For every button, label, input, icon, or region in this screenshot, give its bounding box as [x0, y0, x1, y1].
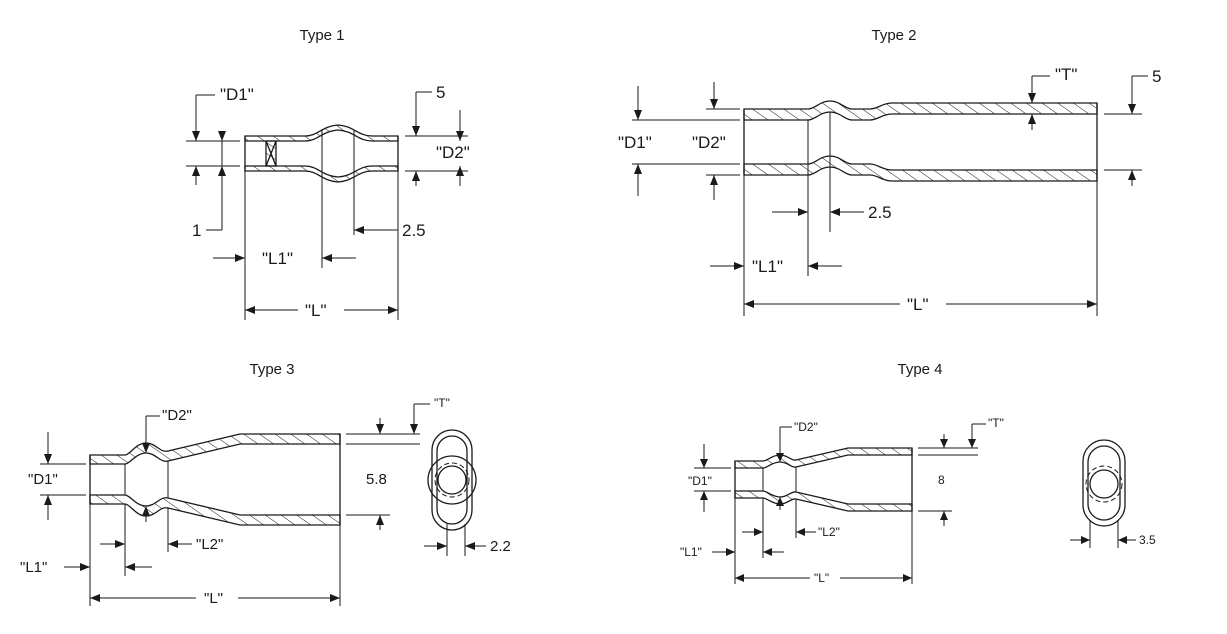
type4-title: Type 4	[897, 361, 942, 378]
type3-top-wall	[89, 433, 341, 465]
type1-dim-5: 5	[436, 83, 445, 102]
type4-l2-label: "L2"	[818, 525, 840, 539]
type2-d1-label: "D1"	[618, 133, 652, 152]
type4-l1-label: "L1"	[680, 545, 702, 559]
type4-d2-label: "D2"	[794, 420, 818, 434]
type3-l1-label: "L1"	[20, 559, 47, 576]
type2-l1-label: "L1"	[752, 257, 783, 276]
type4-end-view	[1082, 439, 1126, 527]
type2-l-label: "L"	[907, 295, 929, 314]
type4-dim-3-5: 3.5	[1139, 533, 1156, 547]
type1-drawing: Type 1 "D1" 1	[186, 27, 470, 320]
type3-d1-label: "D1"	[28, 471, 58, 488]
type2-t-label: "T"	[1055, 65, 1077, 84]
type1-d1-label: "D1"	[220, 85, 254, 104]
type1-l-label: "L"	[305, 301, 327, 320]
type1-d2-label: "D2"	[436, 143, 470, 162]
type2-dim-2-5: 2.5	[868, 203, 892, 222]
type2-d2-label: "D2"	[692, 133, 726, 152]
type1-l1-label: "L1"	[262, 249, 293, 268]
type2-top-wall	[743, 100, 1098, 121]
type2-dim-5: 5	[1152, 67, 1161, 86]
type3-dim-5-8: 5.8	[366, 471, 387, 488]
type2-bottom-wall	[743, 155, 1098, 182]
type4-l-label: "L"	[814, 571, 829, 585]
type1-dim-2-5: 2.5	[402, 221, 426, 240]
type3-end-view	[427, 429, 477, 531]
type2-title: Type 2	[871, 27, 916, 44]
type3-drawing: Type 3 "D1" "D2" "T"	[20, 361, 511, 607]
type3-title: Type 3	[249, 361, 294, 378]
type3-l-label: "L"	[204, 590, 223, 607]
type4-d1-label: "D1"	[688, 474, 712, 488]
type1-dim-1: 1	[192, 221, 201, 240]
type3-t-label: "T"	[434, 396, 450, 410]
type1-title: Type 1	[299, 27, 344, 44]
type3-d2-label: "D2"	[162, 407, 192, 424]
type4-bottom-wall	[734, 490, 913, 512]
type3-bottom-wall	[89, 494, 341, 526]
type4-top-wall	[734, 447, 913, 469]
type3-dim-2-2: 2.2	[490, 538, 511, 555]
type4-t-label: "T"	[988, 416, 1004, 430]
type3-l2-label: "L2"	[196, 536, 223, 553]
type4-dim-8: 8	[938, 473, 945, 487]
type4-drawing: Type 4 "D1" "D2" "T"	[680, 361, 1156, 585]
type2-drawing: Type 2 "D1" "D2" "T"	[618, 27, 1161, 316]
